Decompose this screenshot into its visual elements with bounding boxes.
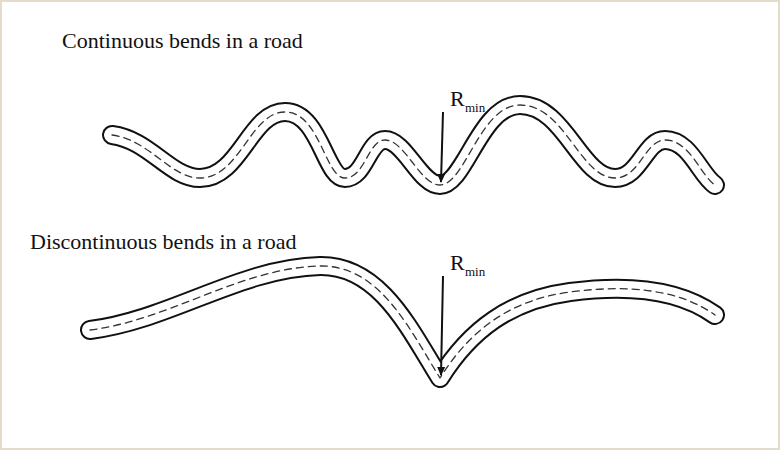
continuous-road <box>112 105 715 185</box>
radius-arrow <box>441 276 443 375</box>
radius-symbol: R <box>450 252 465 274</box>
radius-symbol: R <box>450 88 465 110</box>
radius-subscript: min <box>465 101 485 114</box>
radius-arrow <box>441 112 443 182</box>
heading-label: Continuous bends in a road <box>62 30 303 52</box>
radius-subscript: min <box>465 265 485 278</box>
discontinuous-road <box>90 266 715 378</box>
heading-label: Discontinuous bends in a road <box>30 231 296 253</box>
